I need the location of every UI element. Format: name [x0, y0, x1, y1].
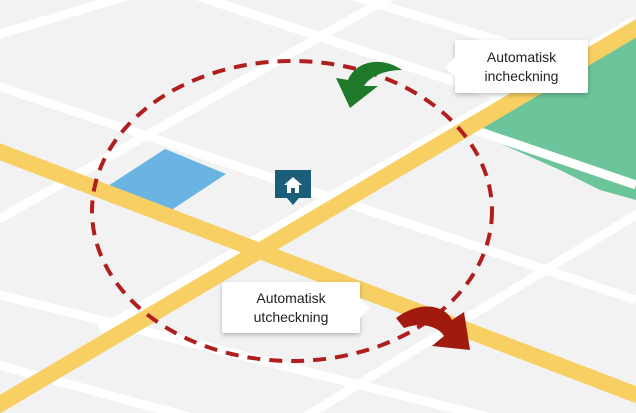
checkin-label-line1: Automatisk [486, 48, 557, 65]
building-block [108, 149, 226, 211]
checkout-label-line2: utcheckning [253, 308, 329, 325]
park-area [470, 30, 636, 200]
checkin-callout: Automatisk incheckning [455, 40, 588, 93]
home-pin-icon[interactable] [275, 170, 311, 205]
checkout-callout: Automatisk utcheckning [222, 282, 360, 333]
curved-arrow-out-icon [396, 306, 470, 350]
checkin-label-line2: incheckning [484, 67, 559, 84]
checkout-label-line1: Automatisk [256, 289, 326, 306]
curved-arrow-in-icon [336, 61, 402, 108]
geofence-boundary [90, 59, 494, 363]
